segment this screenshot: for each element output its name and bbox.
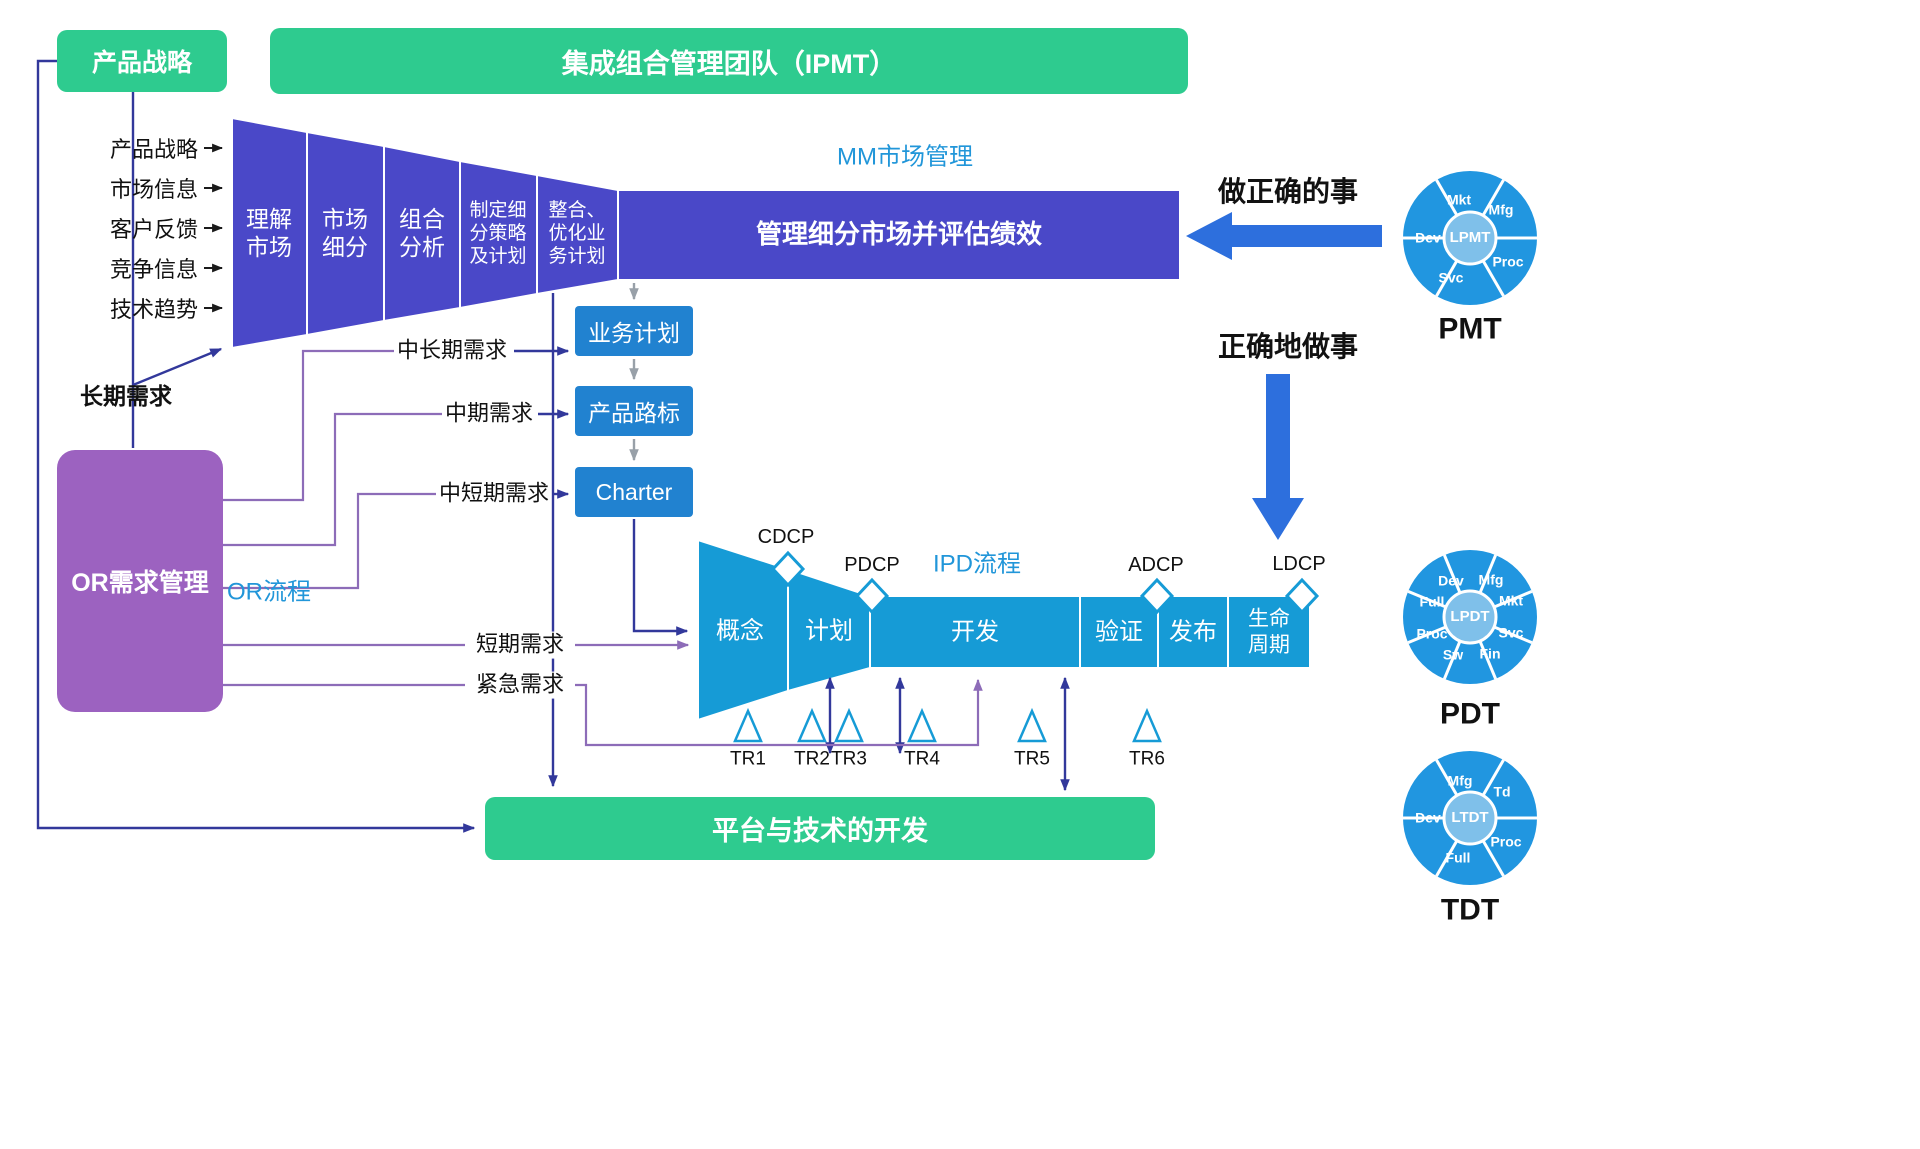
pmt-wheel-icon [1403,171,1537,305]
pdt-member-proc: Proc [1416,625,1448,642]
checkpoint-label-ldcp: LDCP [1272,552,1326,575]
pdt-wheel-icon [1403,550,1537,684]
demand-label-short-term: 短期需求 [465,631,575,659]
tr-triangles [733,707,1162,743]
do-right-things-label: 做正确的事 [1217,175,1358,207]
tdt-title: TDT [1440,893,1500,927]
navy-connectors [36,59,1070,833]
tdt-member-dev: Dev [1415,809,1441,826]
input-label-competition-info: 竞争信息 [109,257,198,282]
tr3-triangle-icon [834,707,864,743]
tr5-triangle-icon [1017,707,1047,743]
pmt-title: PMT [1438,312,1502,346]
ipd-phase-lifecycle: 生命 周期 [1248,607,1290,656]
pmt-member-mkt: Mkt [1446,191,1472,208]
demand-label-mid-term: 中期需求 [444,400,533,426]
tdt-member-td: Td [1493,783,1511,800]
platform-development-box: 平台与技术的开发 [485,797,1155,860]
tdt-member-proc: Proc [1490,833,1522,850]
mm-segment-segment-strategy: 制定细 分策略 及计划 [469,200,527,268]
ipd-phase-launch: 发布 [1169,618,1217,646]
do-right-things-arrow-icon [1186,212,1382,260]
pmt-member-mfg: Mfg [1488,201,1514,218]
pdt-member-full: Full [1419,593,1445,610]
pdt-member-dev: Dev [1438,572,1464,589]
tr1-triangle-icon [733,707,763,743]
cdcp-diamond-icon [770,550,806,588]
dcp-diamonds [770,550,1320,615]
mm-segment-optimize-business-plan: 整合、 优化业 务计划 [548,200,606,268]
pdt-center-label: LPDT [1450,607,1490,625]
tr4-label: TR4 [904,748,940,770]
ipd-title-label: IPD流程 [932,550,1021,578]
charter-box: Charter [575,467,693,517]
ipd-process-shape [697,538,1311,722]
tr2-label: TR2 [794,748,830,770]
checkpoint-label-pdcp: PDCP [844,553,900,576]
pmt-center-label: LPMT [1449,228,1491,246]
tr6-triangle-icon [1132,707,1162,743]
demand-label-urgent: 紧急需求 [465,671,575,699]
mm-title-label: MM市场管理 [837,143,973,171]
input-label-market-info: 市场信息 [109,177,198,202]
input-label-product-strategy: 产品战略 [109,137,198,162]
mm-funnel-shape [231,116,1181,350]
pmt-member-proc: Proc [1492,253,1524,270]
adcp-diamond-icon [1139,577,1175,615]
or-flow-label: OR流程 [227,578,311,606]
checkpoint-label-cdcp: CDCP [757,525,815,548]
do-things-right-label: 正确地做事 [1217,330,1358,362]
ldcp-diamond-icon [1284,577,1320,615]
demand-label-mid-short-term: 中短期需求 [438,480,549,506]
tr5-label: TR5 [1014,748,1050,770]
mm-segment-portfolio-analysis: 组合 分析 [399,205,445,260]
input-label-customer-feedback: 客户反馈 [109,217,198,242]
ipmt-box: 集成组合管理团队（IPMT） [270,28,1188,94]
tr1-label: TR1 [730,748,766,770]
input-label-tech-trends: 技术趋势 [109,297,198,322]
do-things-right-arrow-icon [1252,374,1304,540]
tr6-label: TR6 [1129,748,1165,770]
ipd-phase-plan: 计划 [805,617,853,645]
long-term-demand-label: 长期需求 [80,383,172,409]
pdt-member-mfg: Mfg [1478,571,1504,588]
mm-segment-understand-market: 理解 市场 [246,205,292,260]
or-demand-connectors [223,349,983,747]
pdt-member-fin: Fin [1479,645,1501,662]
ipd-phase-develop: 开发 [951,618,999,646]
input-arrows [204,143,224,313]
checkpoint-label-adcp: ADCP [1128,553,1184,576]
pdt-member-mkt: Mkt [1498,592,1524,609]
tdt-wheel-icon [1403,751,1537,885]
mm-segment-market-segmentation: 市场 细分 [322,205,368,260]
or-management-box: OR需求管理 [57,450,223,712]
ipd-phase-concept: 概念 [716,617,764,645]
mm-bar-label: 管理细分市场并评估绩效 [755,219,1042,250]
business-plan-box: 业务计划 [575,306,693,356]
pmt-member-svc: Svc [1438,269,1464,286]
tr3-label: TR3 [831,748,867,770]
tdt-center-label: LTDT [1451,808,1489,826]
product-strategy-box: 产品战略 [57,30,227,92]
demand-label-mid-long-term: 中长期需求 [396,337,507,363]
pdt-title: PDT [1440,697,1500,731]
tr2-triangle-icon [797,707,827,743]
pdt-member-sw: Sw [1442,646,1464,663]
tdt-member-full: Full [1445,849,1471,866]
product-roadmap-box: 产品路标 [575,386,693,436]
ipd-phase-verify: 验证 [1095,618,1143,646]
pdt-member-svc: Svc [1498,624,1524,641]
pmt-member-dev: Dev [1415,229,1441,246]
pdcp-diamond-icon [854,577,890,615]
tr4-triangle-icon [907,707,937,743]
tdt-member-mfg: Mfg [1447,772,1473,789]
